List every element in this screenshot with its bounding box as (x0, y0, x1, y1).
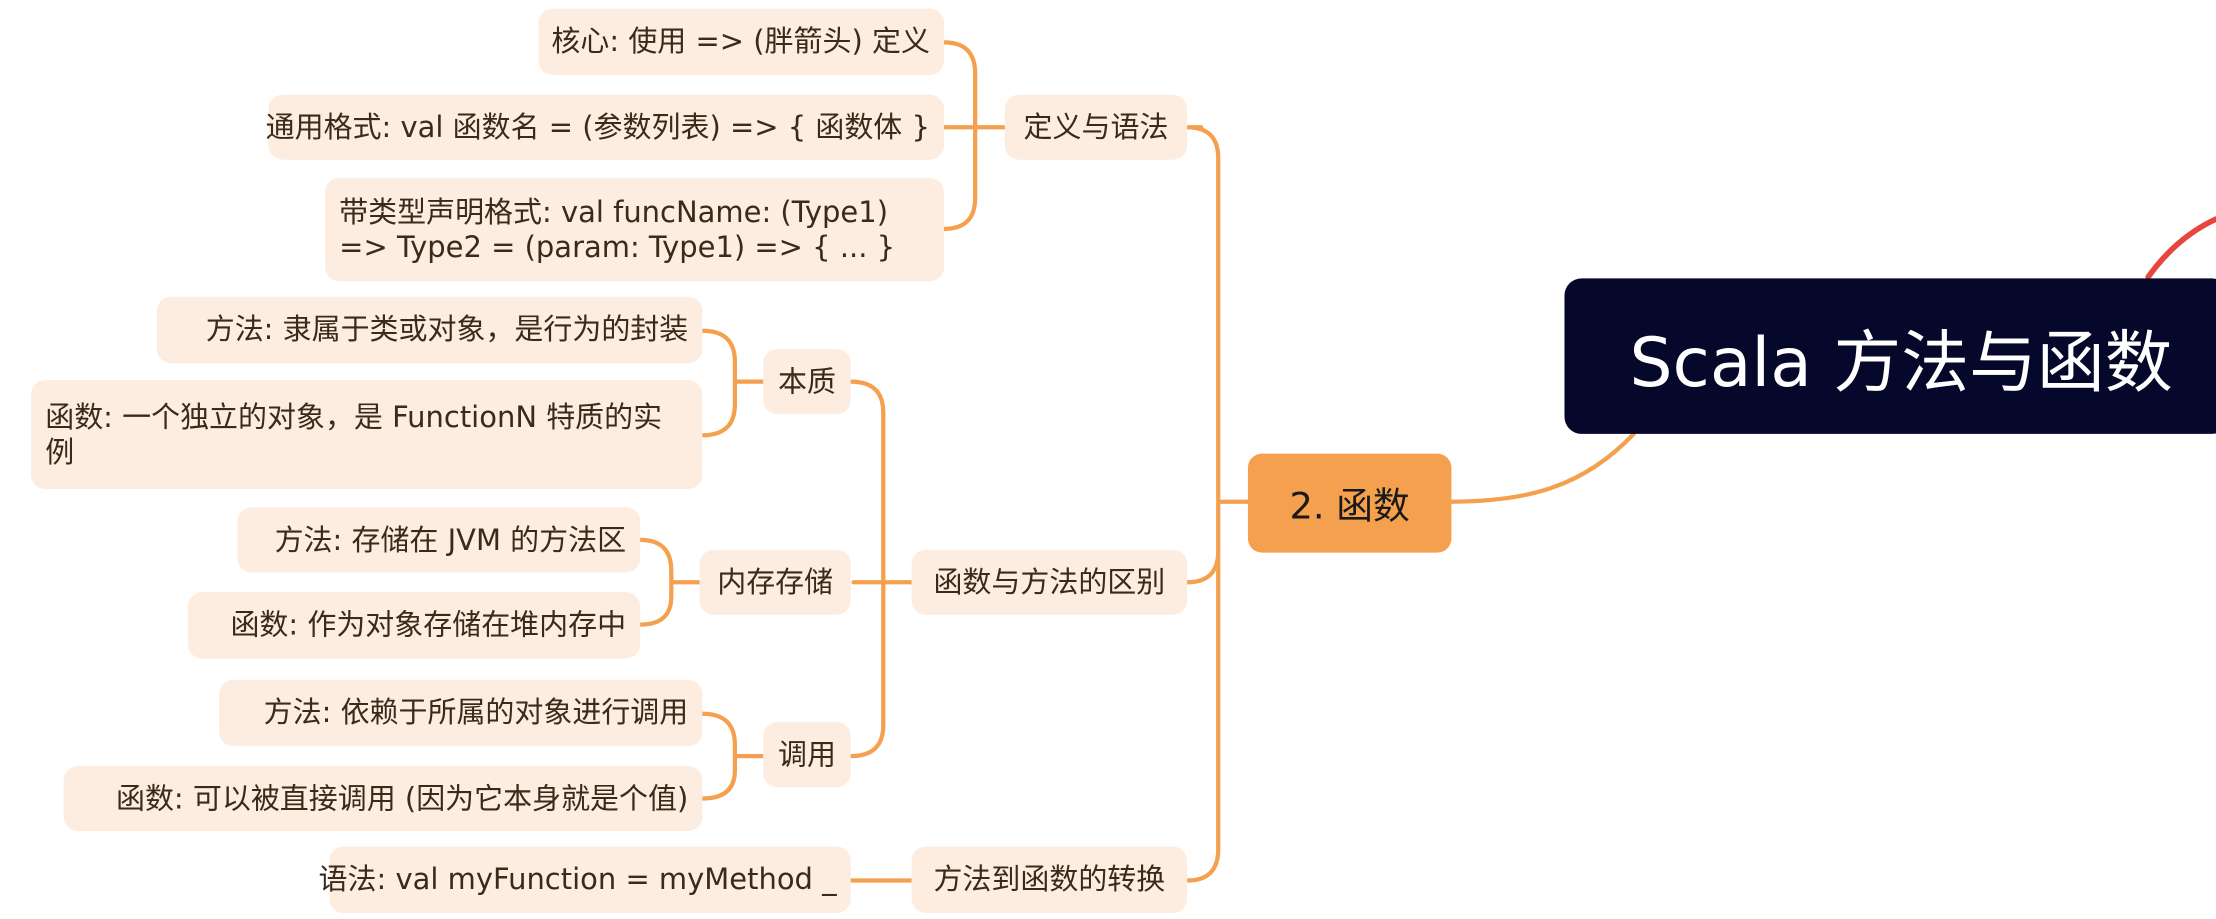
leaf-label: 函数: 一个独立的对象，是 FunctionN 特质的实例 (45, 399, 663, 469)
root-node[interactable]: Scala 方法与函数 (1564, 278, 2216, 434)
leaf-method-memory[interactable]: 方法: 存储在 JVM 的方法区 (237, 507, 641, 573)
topic-function-vs-method[interactable]: 函数与方法的区别 (911, 549, 1188, 615)
leaf-function-invocation[interactable]: 函数: 可以被直接调用 (因为它本身就是个值) (63, 765, 703, 831)
topic-label: 函数与方法的区别 (933, 564, 1166, 599)
connector-call-bracket (700, 711, 766, 801)
branch-title: 2. 函数 (1289, 485, 1410, 528)
leaf-label: 核心: 使用 => (胖箭头) 定义 (551, 24, 930, 58)
leaf-label: 函数: 可以被直接调用 (因为它本身就是个值) (115, 780, 689, 815)
leaf-label: 带类型声明格式: val funcName: (Type1) => Type2 … (339, 194, 896, 264)
connector-difference-bracket (848, 379, 914, 759)
leaf-function-memory[interactable]: 函数: 作为对象存储在堆内存中 (187, 592, 641, 659)
leaf-conversion-syntax[interactable]: 语法: val myFunction = myMethod _ (319, 846, 851, 913)
subtopic-label: 本质 (778, 363, 836, 398)
connector-root-to-branch (1447, 431, 1636, 504)
connector-branch-trunk (1185, 125, 1252, 883)
leaf-label: 方法: 依赖于所属的对象进行调用 (263, 695, 689, 730)
subtopic-invocation[interactable]: 调用 (763, 722, 851, 788)
leaf-method-invocation[interactable]: 方法: 依赖于所属的对象进行调用 (219, 679, 703, 747)
topic-label: 定义与语法 (1023, 109, 1169, 144)
leaf-method-essence[interactable]: 方法: 隶属于类或对象，是行为的封装 (156, 296, 703, 364)
topic-definition-syntax[interactable]: 定义与语法 (1004, 94, 1188, 160)
subtopic-memory-storage[interactable]: 内存存储 (699, 549, 851, 615)
leaf-label: 方法: 存储在 JVM 的方法区 (274, 522, 627, 557)
leaf-label: 通用格式: val 函数名 = (参数列表) => { 函数体 } (265, 109, 930, 144)
subtopic-label: 内存存储 (717, 564, 834, 599)
connector-memory-bracket (638, 537, 702, 627)
leaf-general-format[interactable]: 通用格式: val 函数名 = (参数列表) => { 函数体 } (265, 94, 945, 160)
leaf-function-essence[interactable]: 函数: 一个独立的对象，是 FunctionN 特质的实例 (31, 380, 703, 489)
topic-method-to-function[interactable]: 方法到函数的转换 (911, 846, 1188, 913)
other-branch-stub (2145, 216, 2216, 280)
branch-node-functions[interactable]: 2. 函数 (1247, 453, 1452, 553)
leaf-label: 语法: val myFunction = myMethod _ (318, 862, 837, 897)
leaf-typed-format[interactable]: 带类型声明格式: val funcName: (Type1) => Type2 … (325, 178, 945, 282)
root-title: Scala 方法与函数 (1629, 323, 2173, 403)
subtopic-label: 调用 (778, 737, 836, 771)
leaf-core-fat-arrow[interactable]: 核心: 使用 => (胖箭头) 定义 (538, 8, 945, 75)
leaf-label: 函数: 作为对象存储在堆内存中 (230, 607, 627, 642)
connector-definition-bracket (941, 40, 1007, 232)
leaf-label: 方法: 隶属于类或对象，是行为的封装 (205, 312, 689, 347)
subtopic-essence[interactable]: 本质 (763, 349, 851, 415)
connector-essence-bracket (700, 328, 766, 438)
topic-label: 方法到函数的转换 (933, 862, 1166, 897)
